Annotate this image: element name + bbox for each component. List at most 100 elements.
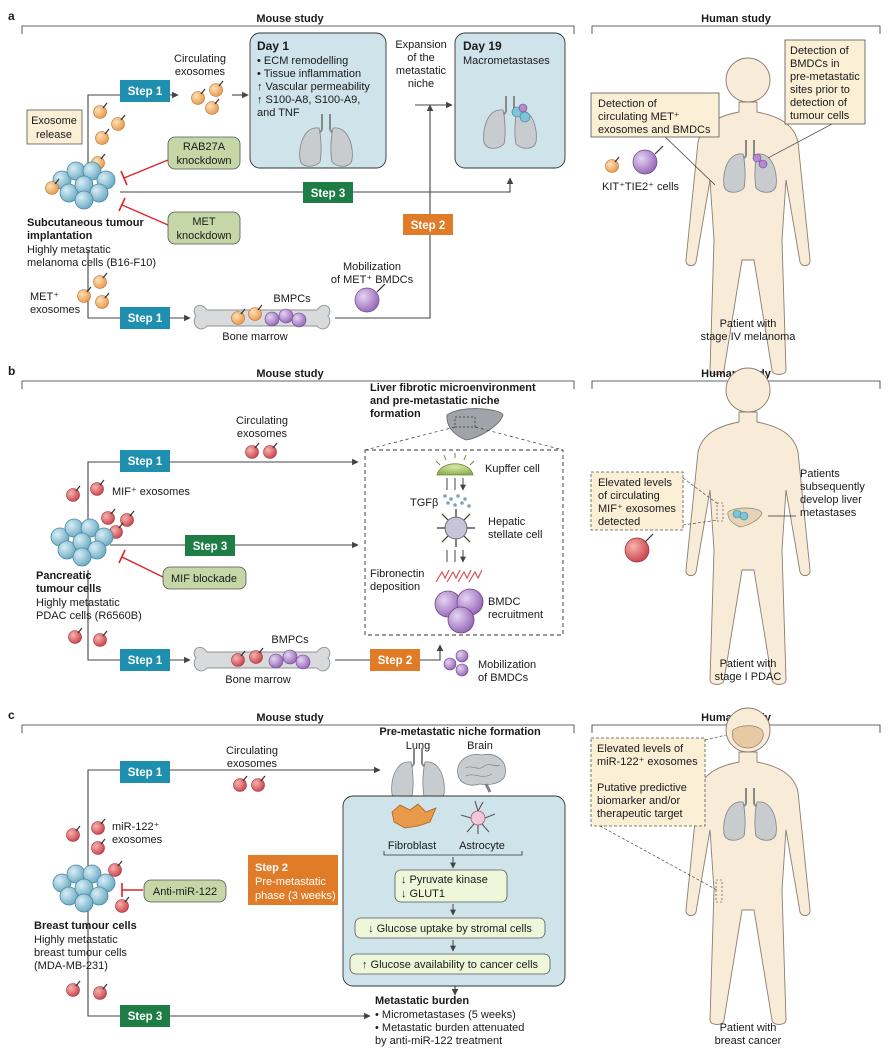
exosome-icon [244, 442, 260, 460]
exosome-icon [65, 980, 81, 998]
exosome-icon [114, 896, 130, 914]
svg-text:Putative predictive: Putative predictive [597, 782, 687, 794]
svg-text:recruitment: recruitment [488, 609, 543, 621]
bmpc-icon [291, 312, 307, 328]
svg-text:biomarker and/or: biomarker and/or [597, 795, 680, 807]
svg-text:↑ S100-A8, S100-A9,: ↑ S100-A8, S100-A9, [257, 94, 360, 106]
bone-marrow-label-a: Bone marrow [222, 331, 287, 343]
human-box-mir122: Elevated levels of miR-122⁺ exosomes Put… [590, 737, 706, 827]
svg-text:Macrometastases: Macrometastases [463, 55, 550, 67]
tgfb-dots [443, 494, 471, 508]
svg-text:of circulating: of circulating [598, 490, 660, 502]
met-exosomes-label: MET⁺ [30, 291, 59, 303]
tgfb-label: TGFβ [410, 497, 438, 509]
bmdc-recruitment-label: BMDC [488, 596, 520, 608]
glut1-text: ↓ GLUT1 [401, 888, 445, 900]
exosome-icon [67, 627, 83, 645]
svg-text:tumour cells: tumour cells [790, 110, 850, 122]
tumour-cell-cluster-icon [52, 161, 116, 210]
exosome-icon [65, 825, 81, 843]
svg-text:sites prior to: sites prior to [790, 84, 850, 96]
human-box-mif: Elevated levels of circulating MIF⁺ exos… [590, 471, 684, 531]
panel-a: a Mouse study Human study Step 1 Step 3 … [8, 9, 881, 375]
metastatic-burden-title: Metastatic burden [375, 995, 469, 1007]
circulating-exosomes-label-b: Circulating [236, 415, 288, 427]
svg-text:Step 3: Step 3 [128, 1011, 163, 1023]
exosome-icon [232, 775, 248, 793]
svg-text:miR-122⁺ exosomes: miR-122⁺ exosomes [597, 756, 698, 768]
panel-letter-b: b [8, 364, 15, 378]
svg-text:of MET⁺ BMDCs: of MET⁺ BMDCs [331, 274, 414, 286]
header-human-study-a: Human study [701, 13, 772, 25]
svg-text:and pre-metastatic niche: and pre-metastatic niche [370, 395, 500, 407]
bmpc-icon [295, 654, 311, 670]
exosome-icon [204, 98, 220, 116]
svg-text:and TNF: and TNF [257, 107, 300, 119]
svg-text:Elevated levels of: Elevated levels of [597, 743, 684, 755]
exosome-icon [94, 128, 110, 146]
step1-bottom-a: Step 1 [120, 307, 170, 329]
exosome-icon [250, 775, 266, 793]
kupffer-cell-icon [436, 463, 474, 476]
patient-label-c: Patient with [720, 1022, 777, 1034]
svg-text:metastatic: metastatic [396, 65, 447, 77]
pyruvate-kinase-text: ↓ Pyruvate kinase [401, 874, 488, 886]
svg-text:circulating MET⁺: circulating MET⁺ [598, 111, 680, 123]
header-mouse-study-b: Mouse study [256, 368, 324, 380]
fibronectin-label: Fibronectin [370, 568, 424, 580]
exosome-icon [65, 485, 81, 503]
svg-text:BMDCs in: BMDCs in [790, 58, 840, 70]
svg-text:phase (3 weeks): phase (3 weeks) [255, 890, 336, 902]
step2-b: Step 2 [370, 649, 420, 671]
svg-text:therapeutic target: therapeutic target [597, 808, 683, 820]
panel-letter-c: c [8, 708, 15, 722]
svg-text:Highly metastatic: Highly metastatic [27, 244, 111, 256]
svg-text:of the: of the [407, 52, 435, 64]
step1-top-a: Step 1 [120, 80, 170, 102]
hepatic-stellate-cell-icon [437, 509, 475, 547]
bmpc-icon [264, 311, 280, 327]
exosome-icon [604, 156, 620, 174]
exosome-icon [247, 304, 263, 322]
bmdc-icon [447, 606, 475, 634]
svg-text:Step 1: Step 1 [128, 456, 163, 468]
liver-icon [446, 408, 504, 441]
step3-a: Step 3 [303, 182, 353, 203]
hepatic-label: Hepatic [488, 516, 526, 528]
exosome-icon [624, 537, 650, 563]
svg-text:Step 1: Step 1 [128, 86, 163, 98]
svg-text:detection of: detection of [790, 97, 848, 109]
svg-text:MIF⁺ exosomes: MIF⁺ exosomes [598, 503, 676, 515]
panel-b: b Mouse study Human study Liver fibrotic… [8, 364, 881, 686]
bmpc-icon [268, 653, 284, 669]
step2-a: Step 2 [403, 214, 453, 235]
lungs-icon [390, 747, 446, 802]
exosome-release-box: Exosome release [26, 109, 83, 145]
svg-text:subsequently: subsequently [800, 481, 865, 493]
exosome-icon [110, 114, 126, 132]
panel-c: c Mouse study Human study Pre-metastatic… [8, 707, 881, 1047]
svg-text:stellate cell: stellate cell [488, 529, 542, 541]
exosome-icon [92, 630, 108, 648]
svg-text:exosomes: exosomes [237, 428, 288, 440]
human-box-detection-exosomes: Detection of circulating MET⁺ exosomes a… [590, 92, 720, 138]
svg-text:stage IV melanoma: stage IV melanoma [701, 331, 797, 343]
brain-label: Brain [467, 740, 493, 752]
svg-text:• Tissue inflammation: • Tissue inflammation [257, 68, 361, 80]
exosome-icon [90, 838, 106, 856]
svg-text:Highly metastatic: Highly metastatic [34, 934, 118, 946]
anti-mir122-box: Anti-miR-122 [143, 879, 227, 903]
svg-text:exosomes: exosomes [30, 304, 81, 316]
circulating-exosomes-label-c: Circulating [226, 745, 278, 757]
fibronectin-icon [435, 569, 483, 583]
svg-text:knockdown: knockdown [176, 230, 231, 242]
bmpc-icon [278, 308, 294, 324]
exosome-icon [248, 647, 264, 665]
step3-c: Step 3 [120, 1005, 170, 1027]
bone-marrow-b [193, 646, 331, 672]
step2-premetastatic-box: Step 2 Pre-metastatic phase (3 weeks) [248, 855, 338, 905]
patients-develop-label: Patients [800, 468, 840, 480]
kit-tie2-cell-icon [632, 149, 658, 175]
svg-text:stage I PDAC: stage I PDAC [715, 671, 782, 683]
svg-text:Step 1: Step 1 [128, 313, 163, 325]
